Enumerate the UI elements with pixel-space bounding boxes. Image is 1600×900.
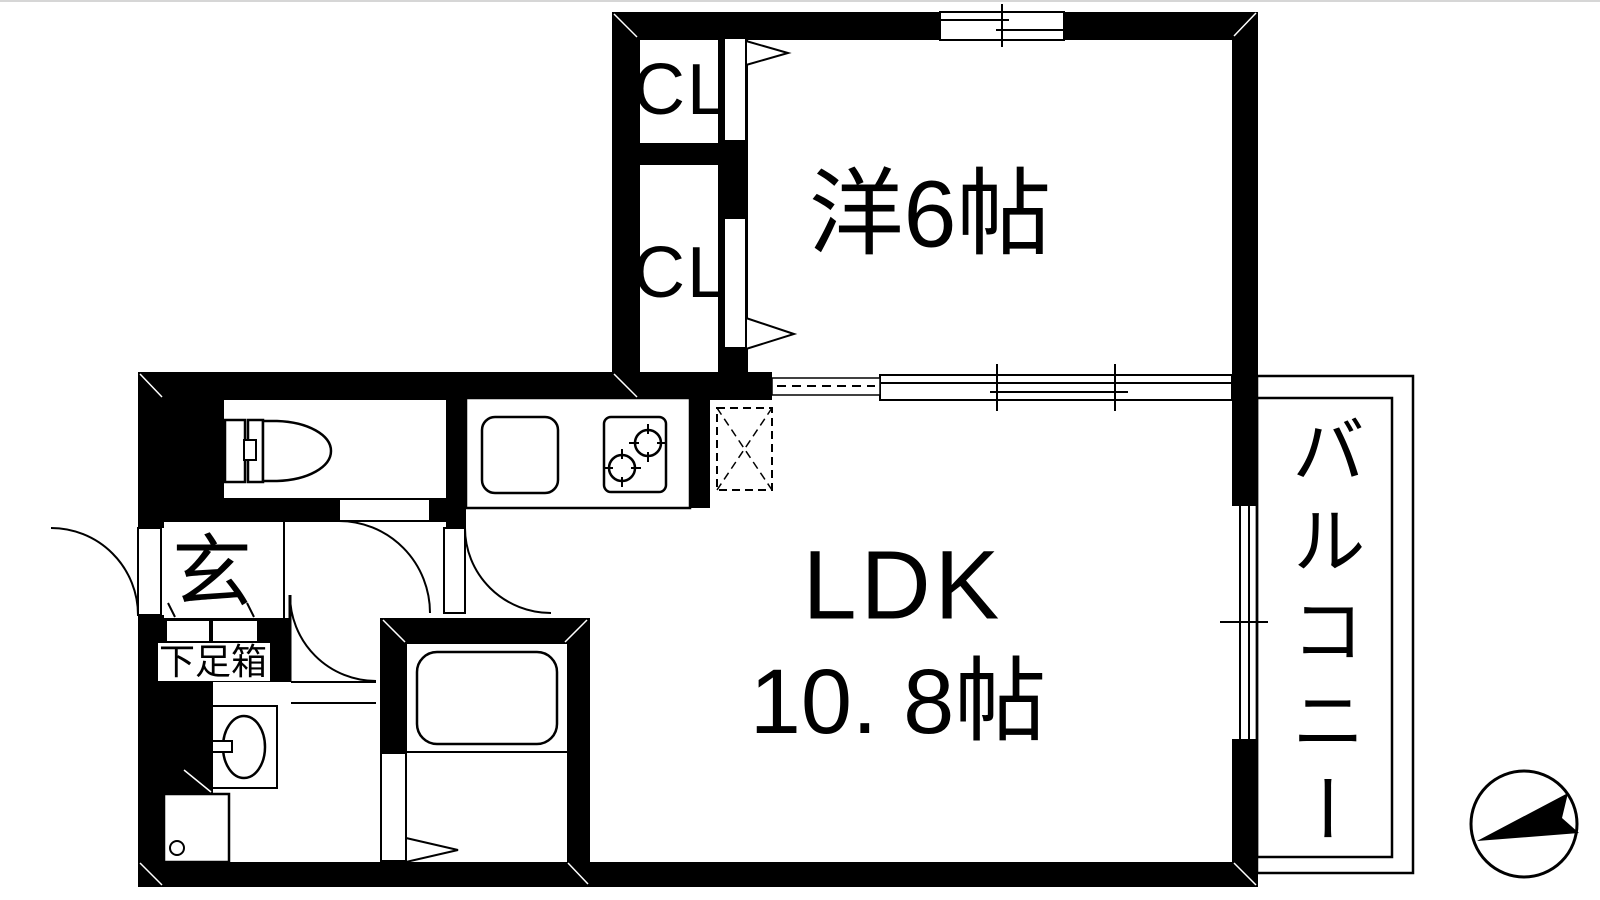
closet-lower-door bbox=[723, 217, 747, 349]
entrance-step-ticks bbox=[167, 602, 255, 618]
wall-left-outer-upper bbox=[138, 372, 164, 528]
wall-bedroom-left bbox=[612, 12, 640, 400]
bedroom-ldk-open-passage bbox=[771, 377, 881, 396]
bathroom-area bbox=[380, 650, 567, 864]
ldk-size-label: 10. 8帖 bbox=[749, 651, 1047, 753]
ldk-door-leaf bbox=[443, 527, 466, 614]
shoe-cabinet-label: 下足箱 bbox=[158, 641, 268, 682]
ldk-label: LDK bbox=[802, 530, 1004, 640]
entrance-label: 玄 bbox=[172, 528, 252, 617]
shoe-cabinet-box-left bbox=[165, 619, 211, 643]
bathroom-door-arrow-icon bbox=[405, 836, 459, 864]
kitchen-area bbox=[464, 396, 773, 510]
bedroom-label: 洋6帖 bbox=[808, 161, 1052, 268]
bathtub-icon bbox=[415, 650, 559, 746]
kitchen-sink-icon bbox=[480, 415, 560, 495]
wall-bottom bbox=[138, 862, 1258, 887]
ldk-door-swing bbox=[464, 527, 552, 614]
entrance-door-swing bbox=[50, 527, 139, 616]
bedroom-window bbox=[939, 4, 1065, 47]
wall-top-west bbox=[612, 12, 940, 40]
closet-upper-door-arrow-icon bbox=[745, 39, 792, 67]
closet-lower-label: CL bbox=[632, 233, 730, 313]
toilet-icon bbox=[223, 418, 333, 484]
balcony-outline bbox=[1255, 374, 1415, 875]
closet-upper-door bbox=[723, 37, 747, 142]
washing-machine-pan-icon bbox=[162, 792, 231, 864]
wall-closet-divider bbox=[640, 143, 718, 165]
refrigerator-space-icon bbox=[716, 407, 773, 491]
washroom-threshold bbox=[291, 681, 376, 704]
wall-right-upper bbox=[1232, 12, 1258, 505]
entrance-area bbox=[50, 498, 552, 681]
bathroom-door bbox=[380, 752, 407, 862]
balcony-label: バルコニー bbox=[1281, 412, 1364, 862]
wall-bath-top bbox=[380, 618, 590, 644]
closet-doors bbox=[723, 37, 798, 351]
wall-washroom-west bbox=[164, 682, 213, 793]
windows bbox=[771, 4, 1268, 741]
bedroom-ldk-sliding-door bbox=[879, 364, 1233, 411]
washbasin-icon bbox=[211, 705, 278, 789]
wall-bath-right bbox=[567, 644, 590, 862]
toilet-door-swing bbox=[338, 520, 431, 614]
gas-stove-icon bbox=[602, 415, 668, 494]
compass-icon bbox=[1469, 769, 1579, 879]
wall-kitchen-right bbox=[688, 372, 710, 508]
closet-lower-door-arrow-icon bbox=[745, 316, 798, 351]
entrance-door-leaf bbox=[137, 527, 162, 616]
wall-left-section-top bbox=[138, 372, 612, 400]
wall-hall-north-west bbox=[164, 498, 340, 522]
wall-bath-left bbox=[380, 644, 407, 753]
wall-mitre-lines bbox=[139, 12, 1257, 886]
wall-toilet-west bbox=[164, 400, 224, 498]
wall-top-east bbox=[1064, 12, 1258, 40]
toilet-door-leaf bbox=[338, 498, 431, 522]
washroom-door-swing bbox=[289, 594, 377, 682]
shoe-cabinet-label-box bbox=[158, 643, 270, 681]
shoe-cabinet-box-right bbox=[211, 619, 259, 643]
closet-upper-label: CL bbox=[632, 50, 730, 130]
washroom-area bbox=[162, 594, 377, 864]
wall-kitchen-left bbox=[446, 372, 466, 528]
balcony-sliding-door bbox=[1220, 504, 1268, 741]
